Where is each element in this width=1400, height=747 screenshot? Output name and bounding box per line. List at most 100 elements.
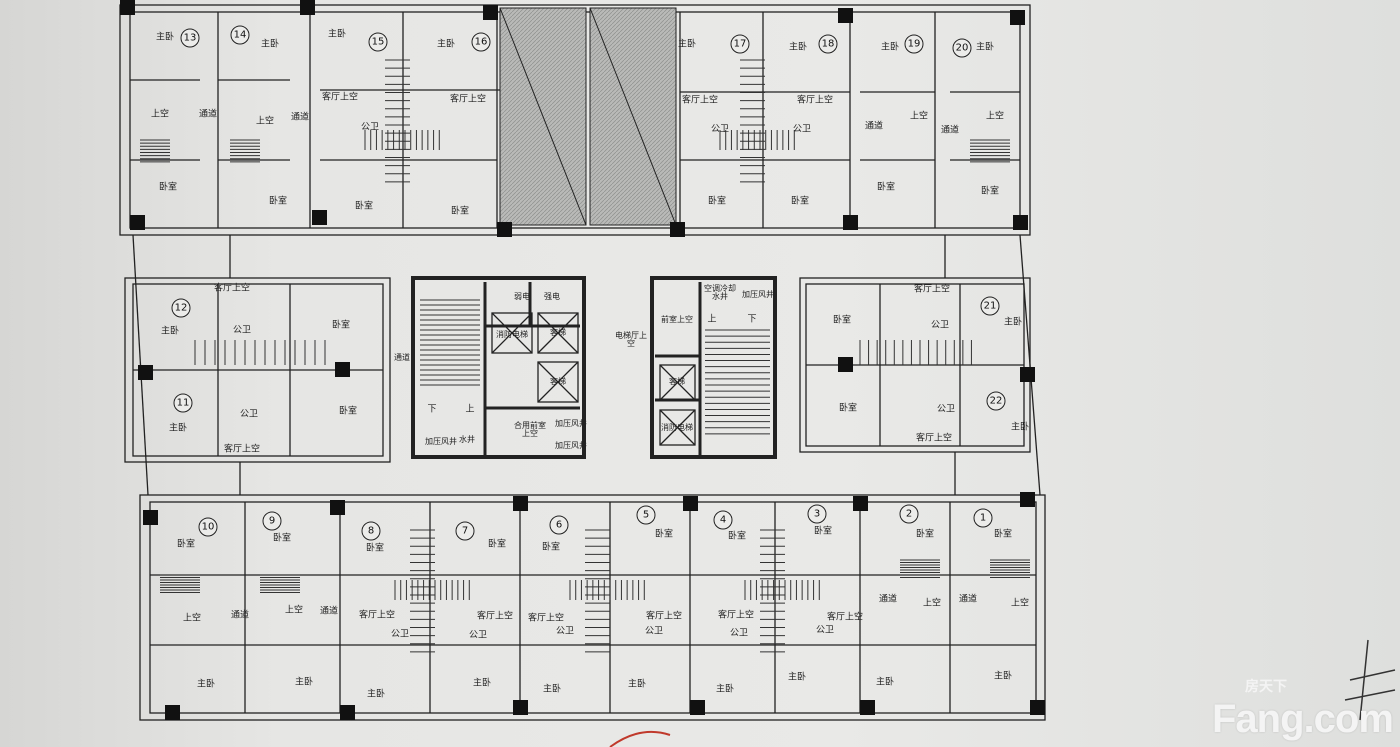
room-label: 客厅上空 — [717, 610, 755, 621]
structural-column — [513, 700, 528, 715]
room-label: 主卧 — [880, 42, 900, 53]
structural-column — [483, 5, 498, 20]
core-room-label: 客梯 — [550, 377, 566, 386]
room-label: 上空 — [909, 111, 929, 122]
room-label: 主卧 — [677, 39, 697, 50]
unit-number-badge: 21 — [980, 296, 1000, 316]
room-label: 公卫 — [644, 626, 664, 637]
room-label: 主卧 — [472, 678, 492, 689]
room-label: 卧室 — [338, 406, 358, 417]
structural-column — [853, 496, 868, 511]
room-label: 客厅上空 — [476, 611, 514, 622]
structural-column — [300, 0, 315, 15]
core-room-label: 通道 — [394, 353, 410, 362]
unit-number-badge: 5 — [636, 505, 656, 525]
room-label: 通道 — [319, 606, 339, 617]
room-label: 主卧 — [196, 679, 216, 690]
room-label: 公卫 — [792, 124, 812, 135]
core-room-label: 弱电 — [514, 292, 530, 301]
core-room-label: 强电 — [544, 292, 560, 301]
room-label: 卧室 — [354, 201, 374, 212]
unit-number-badge: 22 — [986, 391, 1006, 411]
unit-number-badge: 4 — [713, 510, 733, 530]
structural-column — [843, 215, 858, 230]
room-label: 公卫 — [729, 628, 749, 639]
structural-column — [120, 0, 135, 15]
room-label: 通道 — [290, 112, 310, 123]
room-label: 主卧 — [1003, 317, 1023, 328]
unit-number-badge: 3 — [807, 504, 827, 524]
room-label: 上空 — [985, 111, 1005, 122]
core-room-label: 加压风井 — [555, 419, 587, 428]
room-label: 通道 — [958, 594, 978, 605]
room-label: 卧室 — [832, 315, 852, 326]
room-label: 卧室 — [365, 543, 385, 554]
room-label: 主卧 — [1010, 422, 1030, 433]
room-label: 主卧 — [155, 32, 175, 43]
room-label: 卧室 — [813, 526, 833, 537]
room-label: 卧室 — [790, 196, 810, 207]
structural-column — [513, 496, 528, 511]
room-label: 上空 — [1010, 598, 1030, 609]
structural-column — [1010, 10, 1025, 25]
room-label: 卧室 — [158, 182, 178, 193]
unit-number-badge: 11 — [173, 393, 193, 413]
room-label: 客厅上空 — [681, 95, 719, 106]
structural-column — [340, 705, 355, 720]
room-label: 主卧 — [875, 677, 895, 688]
room-label: 公卫 — [232, 325, 252, 336]
room-label: 客厅上空 — [449, 94, 487, 105]
room-label: 主卧 — [168, 423, 188, 434]
room-label: 客厅上空 — [223, 444, 261, 455]
room-label: 卧室 — [272, 533, 292, 544]
room-label: 卧室 — [654, 529, 674, 540]
room-label: 公卫 — [936, 404, 956, 415]
handwritten-mark — [1344, 639, 1396, 721]
structural-column — [670, 222, 685, 237]
core-room-label: 加压风井 — [555, 441, 587, 450]
room-label: 卧室 — [176, 539, 196, 550]
core-room-label: 加压风井 — [425, 437, 457, 446]
room-label: 公卫 — [390, 629, 410, 640]
room-label: 卧室 — [487, 539, 507, 550]
room-label: 卧室 — [993, 529, 1013, 540]
unit-number-badge: 12 — [171, 298, 191, 318]
structural-column — [497, 222, 512, 237]
core-room-label: 电梯厅上空 — [615, 331, 647, 348]
room-label: 通道 — [878, 594, 898, 605]
room-label: 卧室 — [915, 529, 935, 540]
structural-column — [1020, 367, 1035, 382]
stair-direction-label: 上 — [707, 314, 717, 325]
room-label: 主卧 — [160, 326, 180, 337]
room-label: 上空 — [284, 605, 304, 616]
room-label: 公卫 — [239, 409, 259, 420]
core-room-label: 前室上空 — [661, 315, 693, 324]
structural-column — [1020, 492, 1035, 507]
room-label: 主卧 — [294, 677, 314, 688]
room-label: 客厅上空 — [796, 95, 834, 106]
core-room-label: 空调冷却水井 — [704, 284, 736, 301]
room-label: 公卫 — [468, 630, 488, 641]
room-label: 卧室 — [838, 403, 858, 414]
stair-direction-label: 下 — [427, 404, 437, 415]
room-label: 客厅上空 — [358, 610, 396, 621]
structural-column — [1030, 700, 1045, 715]
core-room-label: 合用前室上空 — [514, 421, 546, 438]
unit-number-badge: 17 — [730, 34, 750, 54]
room-label: 公卫 — [815, 625, 835, 636]
unit-number-badge: 6 — [549, 515, 569, 535]
core-room-label: 客梯 — [669, 377, 685, 386]
pen-mark — [609, 730, 671, 747]
room-label: 客厅上空 — [913, 284, 951, 295]
stair-direction-label: 下 — [747, 314, 757, 325]
room-label: 公卫 — [555, 626, 575, 637]
room-label: 通道 — [940, 125, 960, 136]
structural-column — [838, 357, 853, 372]
room-label: 主卧 — [788, 42, 808, 53]
unit-number-badge: 20 — [952, 38, 972, 58]
room-label: 上空 — [922, 598, 942, 609]
room-label: 公卫 — [710, 124, 730, 135]
structural-column — [838, 8, 853, 23]
structural-column — [130, 215, 145, 230]
